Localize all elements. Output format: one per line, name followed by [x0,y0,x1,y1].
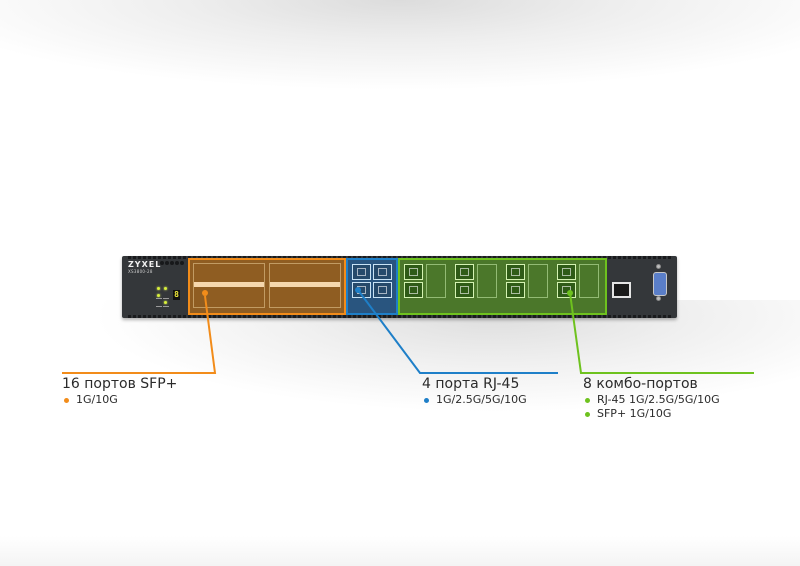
brand-logo: ZYXEL [128,260,162,269]
combo-rj45-port [455,282,474,298]
screw-icon [656,264,661,269]
led-label [156,306,162,307]
combo-sfp-cage [477,264,497,298]
sfp-bullet: 1G/10G [62,393,177,407]
rj45-port-group [346,258,398,315]
sfp-latch-row [270,282,340,287]
seven-segment-display: 8 [173,290,180,300]
combo-sfp-speed: SFP+ 1G/10G [597,407,672,420]
combo-bullet-rj45: RJ-45 1G/2.5G/5G/10G [583,393,720,407]
combo-rj45-port [404,282,423,298]
rj45-port [352,264,371,280]
bullet-dot-icon [585,411,590,417]
sfp-port-group [188,258,346,315]
led-alarm-icon [157,294,160,297]
rj45-port [373,282,392,298]
rj45-label-block: 4 порта RJ-45 1G/2.5G/5G/10G [422,376,527,407]
led-cloud-icon [164,301,167,304]
rj45-speed: 1G/2.5G/5G/10G [436,393,527,406]
vent-hole [165,261,169,265]
background-shadow-bottom [0,536,800,566]
rj45-bullet: 1G/2.5G/5G/10G [422,393,527,407]
rj45-port [373,264,392,280]
combo-sfp-cage [426,264,446,298]
combo-rj45-port [455,264,474,280]
bullet-dot-icon [64,397,69,403]
led-label [163,298,169,299]
combo-port-group [398,258,607,315]
combo-rj45-port [506,282,525,298]
combo-sfp-cage [579,264,599,298]
combo-sfp-cage [528,264,548,298]
db9-serial-icon [653,272,667,296]
model-label: XS3800-28 [128,269,153,274]
sfp-cage-left [193,263,265,308]
vent-hole [175,261,179,265]
vent-top [128,256,671,259]
vent-bottom [128,315,671,318]
combo-rj45-speed: RJ-45 1G/2.5G/5G/10G [597,393,720,406]
combo-rj45-port [506,264,525,280]
sfp-title: 16 портов SFP+ [62,376,178,392]
bullet-dot-icon [424,397,429,403]
sfp-speed: 1G/10G [76,393,118,406]
led-power-icon [157,287,160,290]
sfp-latch-row [194,282,264,287]
combo-title: 8 комбо-портов [583,376,698,392]
rj45-title: 4 порта RJ-45 [422,376,520,392]
screw-icon [656,296,661,301]
led-label [163,306,169,307]
combo-bullet-sfp: SFP+ 1G/10G [583,407,720,421]
combo-label-block: 8 комбо-портов RJ-45 1G/2.5G/5G/10G SFP+… [583,376,720,421]
led-label [156,298,162,299]
sfp-label-block: 16 портов SFP+ 1G/10G [62,376,177,407]
vent-hole [170,261,174,265]
combo-rj45-port [404,264,423,280]
ethernet-port-icon [612,282,631,298]
combo-rj45-port [557,264,576,280]
sfp-cage-right [269,263,341,308]
vent-hole [160,261,164,265]
background-shadow-top [0,0,800,90]
led-sys-icon [164,287,167,290]
combo-rj45-port [557,282,576,298]
rj45-port [352,282,371,298]
vent-hole [180,261,184,265]
bullet-dot-icon [585,397,590,403]
